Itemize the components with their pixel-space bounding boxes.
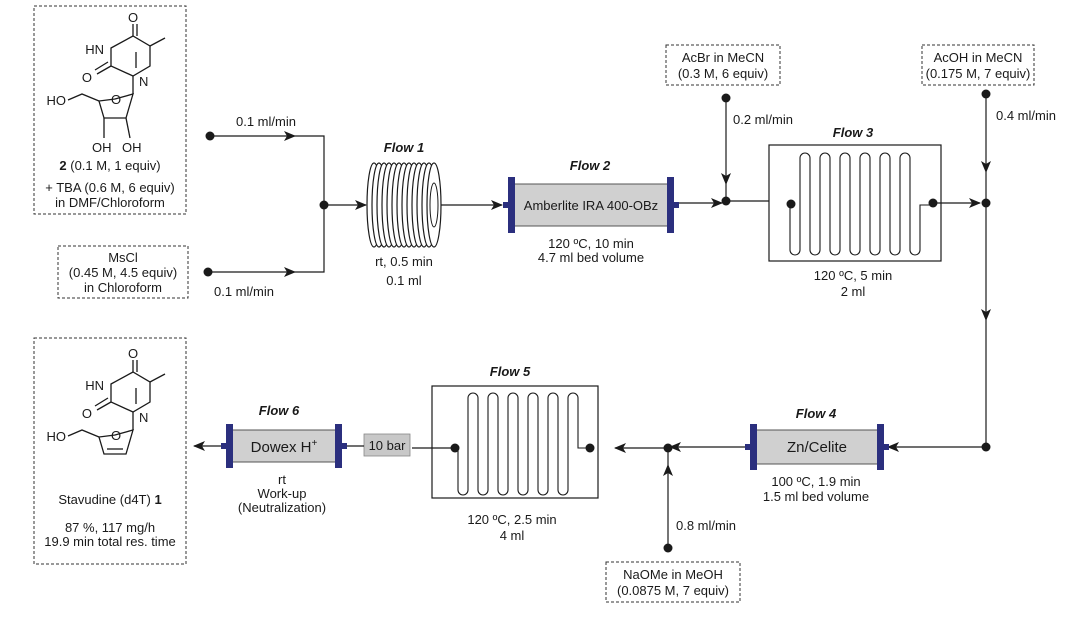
line-sm-down — [295, 135, 325, 205]
flow5-reactor: Flow 5 120 ºC, 2.5 min 4 ml — [431, 364, 599, 543]
flow2-column-body — [513, 183, 669, 227]
p-atom-ho: HO — [47, 429, 67, 444]
sm-solvent-label: in DMF/Chloroform — [55, 195, 165, 210]
atom-oh-2: OH — [122, 140, 142, 155]
product-time: 19.9 min total res. time — [44, 534, 176, 549]
product-yield: 87 %, 117 mg/h — [65, 520, 155, 535]
flow4-cond-1: 100 ºC, 1.9 min — [771, 474, 860, 489]
atom-ho: HO — [47, 93, 67, 108]
acbr-reagent-box: AcBr in MeCN (0.3 M, 6 equiv) — [665, 44, 781, 86]
flow6-cond-2: Work-up — [258, 486, 307, 501]
atom-o-left: O — [82, 70, 92, 85]
flow4-endcap-right — [877, 424, 884, 470]
flow1-title: Flow 1 — [384, 140, 424, 155]
atom-o-ring: O — [111, 92, 121, 107]
product-box: O HN O N O HO Stavudine (d4T) 1 87 %, 11… — [33, 337, 187, 565]
p-atom-o-left: O — [82, 406, 92, 421]
product-name: Stavudine (d4T) 1 — [58, 492, 161, 507]
flow3-cond-1: 120 ºC, 5 min — [814, 268, 892, 283]
rate-naome: 0.8 ml/min — [676, 518, 736, 533]
flow6-endcap-left — [226, 424, 233, 468]
acbr-name: AcBr in MeCN — [682, 50, 764, 65]
flow2-title: Flow 2 — [570, 158, 611, 173]
flow1-coil-reactor: Flow 1 rt, 0.5 min 0.1 ml — [366, 140, 442, 288]
flow3-title: Flow 3 — [833, 125, 874, 140]
flow5-inlet-node — [585, 443, 595, 453]
mscl-reagent-box: MsCl (0.45 M, 4.5 equiv) in Chloroform — [57, 245, 189, 299]
flow3-inlet-node — [786, 199, 796, 209]
flow6-cond-1: rt — [278, 472, 286, 487]
inlet-lines: 0.1 ml/min 0.1 ml/min — [203, 114, 367, 299]
flow1-cond-1: rt, 0.5 min — [375, 254, 433, 269]
flow6-cond-3: (Neutralization) — [238, 500, 326, 515]
flow6-column-body — [231, 429, 337, 463]
flow2-column-label: Amberlite IRA 400-OBz — [524, 198, 658, 213]
acoh-name: AcOH in MeCN — [934, 50, 1023, 65]
naome-name: NaOMe in MeOH — [623, 567, 723, 582]
flow2-endcap-right — [667, 177, 674, 233]
naome-conc: (0.0875 M, 7 equiv) — [617, 583, 729, 598]
p-atom-hn: HN — [85, 378, 104, 393]
flow3-box — [768, 144, 942, 262]
flow5-cond-2: 4 ml — [500, 528, 525, 543]
sm-label-line: 2 (0.1 M, 1 equiv) — [59, 158, 160, 173]
p-atom-o-top: O — [128, 346, 138, 361]
p-atom-o-ring: O — [111, 428, 121, 443]
flow5-title: Flow 5 — [490, 364, 531, 379]
flow6-endcap-right — [335, 424, 342, 468]
rate-acbr: 0.2 ml/min — [733, 112, 793, 127]
mscl-solvent: in Chloroform — [84, 280, 162, 295]
line-mscl-up — [295, 205, 325, 273]
flow4-title: Flow 4 — [796, 406, 837, 421]
atom-hn: HN — [85, 42, 104, 57]
flow6-title: Flow 6 — [259, 403, 300, 418]
sm-tba-label: + TBA (0.6 M, 6 equiv) — [45, 180, 174, 195]
acbr-conc: (0.3 M, 6 equiv) — [678, 66, 768, 81]
thymine-structure-sm — [67, 24, 166, 139]
flow4-column-label: Zn/Celite — [787, 439, 847, 456]
flow6-column-label: Dowex H+ — [251, 438, 318, 456]
flow2-cond-1: 120 ºC, 10 min — [548, 236, 634, 251]
flow4-endcap-left — [750, 424, 757, 470]
atom-oh-1: OH — [92, 140, 112, 155]
naome-reagent-box: NaOMe in MeOH (0.0875 M, 7 equiv) — [605, 561, 741, 603]
flow6-column: Flow 6 Dowex H+ rt Work-up (Neutralizati… — [221, 403, 347, 515]
pressure-box — [363, 433, 411, 457]
flow3-reactor: Flow 3 120 ºC, 5 min 2 ml — [768, 125, 942, 299]
rate-mscl: 0.1 ml/min — [214, 284, 274, 299]
flow2-endcap-left — [508, 177, 515, 233]
flow2-column: Flow 2 Amberlite IRA 400-OBz 120 ºC, 10 … — [503, 158, 679, 265]
rate-sm: 0.1 ml/min — [236, 114, 296, 129]
mscl-name: MsCl — [108, 250, 138, 265]
starting-material-box: O HN O N O HO OH OH 2 (0.1 M, 1 equiv) +… — [33, 5, 187, 215]
flow2-cond-2: 4.7 ml bed volume — [538, 250, 644, 265]
flow4-column: Flow 4 Zn/Celite 100 ºC, 1.9 min 1.5 ml … — [745, 406, 889, 504]
p-atom-n: N — [139, 410, 148, 425]
back-pressure-regulator: 10 bar — [363, 433, 411, 457]
mscl-conc: (0.45 M, 4.5 equiv) — [69, 265, 177, 280]
stavudine-structure — [67, 360, 166, 455]
flow3-cond-2: 2 ml — [841, 284, 866, 299]
acoh-conc: (0.175 M, 7 equiv) — [926, 66, 1031, 81]
atom-o-top: O — [128, 10, 138, 25]
flow5-box — [431, 385, 599, 499]
flow4-cond-2: 1.5 ml bed volume — [763, 489, 869, 504]
pressure-label: 10 bar — [369, 438, 407, 453]
rate-acoh: 0.4 ml/min — [996, 108, 1056, 123]
flow5-cond-1: 120 ºC, 2.5 min — [467, 512, 556, 527]
flow1-cond-2: 0.1 ml — [386, 273, 422, 288]
atom-n: N — [139, 74, 148, 89]
acoh-reagent-box: AcOH in MeCN (0.175 M, 7 equiv) — [921, 44, 1035, 86]
